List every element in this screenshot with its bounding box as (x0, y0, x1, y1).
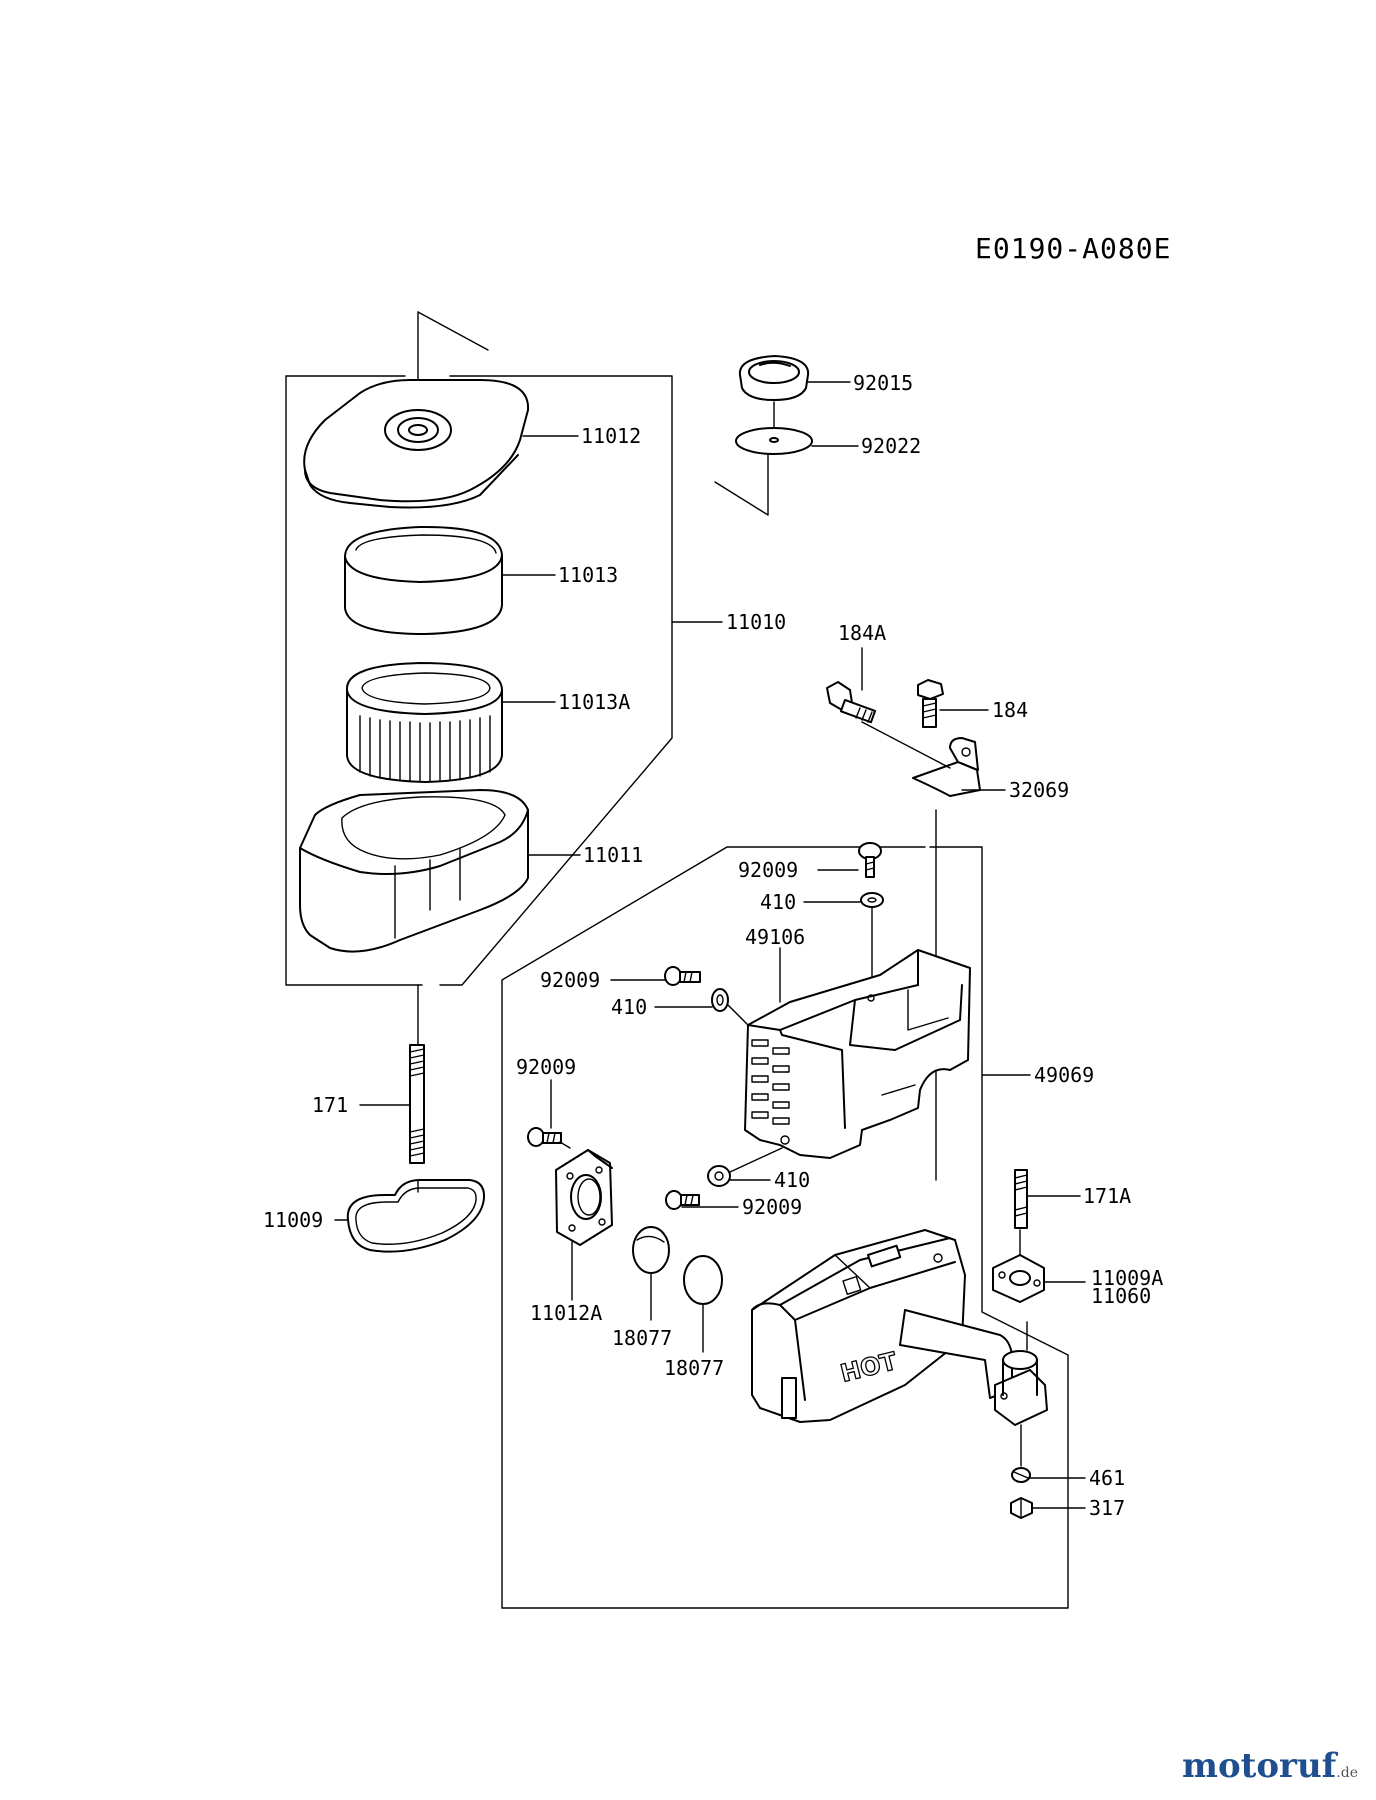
bolt-184A-path (861, 721, 951, 769)
muffler-body: HOT (751, 1229, 1013, 1423)
label-92009-lower: 92009 (742, 1195, 802, 1219)
pre-filter-11013 (344, 525, 503, 635)
label-11011: 11011 (583, 843, 643, 867)
screw-92009-mid (664, 966, 701, 986)
watermark-brand: motoruf (1182, 1746, 1337, 1786)
gasket-11009 (346, 1179, 486, 1253)
label-184: 184 (992, 698, 1028, 722)
label-410-mid: 410 (611, 995, 647, 1019)
axis-flange (559, 1141, 571, 1149)
stud-171 (409, 1044, 425, 1164)
fuel-cap-group (714, 355, 859, 516)
label-11012A: 11012A (530, 1301, 602, 1325)
label-11013: 11013 (558, 563, 618, 587)
plug-18077-b (683, 1255, 723, 1305)
plug-18077-a (632, 1226, 670, 1274)
label-171A: 171A (1083, 1184, 1131, 1208)
axis-washer-mid (727, 1004, 749, 1026)
diagram-code: E0190-A080E (975, 232, 1171, 265)
washer-410-mid (711, 988, 729, 1012)
air-cleaner-group (285, 311, 723, 1253)
group-bracket-11010-lower (439, 619, 673, 986)
label-92009-left: 92009 (516, 1055, 576, 1079)
label-32069: 32069 (1009, 778, 1069, 802)
heat-shield-49106 (744, 949, 971, 1159)
lock-washer-461 (1011, 1467, 1031, 1483)
label-410-top: 410 (760, 890, 796, 914)
label-317: 317 (1089, 1496, 1125, 1520)
label-11012: 11012 (581, 424, 641, 448)
bolt-184A (826, 681, 877, 724)
flange-gasket-11012A (555, 1149, 613, 1246)
group-bracket-11010 (285, 375, 423, 986)
label-11060: 11060 (1091, 1284, 1151, 1308)
label-92009-top: 92009 (738, 858, 798, 882)
exhaust-gasket-11009A (992, 1254, 1045, 1303)
bracket-32069 (912, 737, 981, 797)
fuel-cap-92015 (738, 355, 810, 401)
watermark-tld: .de (1336, 1765, 1358, 1781)
label-184A: 184A (838, 621, 886, 645)
label-11010: 11010 (726, 610, 786, 634)
label-11013A: 11013A (558, 690, 630, 714)
axis-arrow (417, 311, 489, 351)
bolt-184 (917, 679, 944, 728)
group-bracket-49069 (501, 846, 1069, 1609)
watermark-logo: motoruf.de (1182, 1746, 1358, 1786)
air-cleaner-base-11011 (299, 789, 529, 953)
label-49069: 49069 (1034, 1063, 1094, 1087)
screw-92009-left (527, 1127, 562, 1147)
label-92022: 92022 (861, 434, 921, 458)
label-49106: 49106 (745, 925, 805, 949)
part-labels: 92015 92022 11012 11013 11010 11013A 110… (263, 371, 1163, 1520)
filter-element-11013A (345, 662, 503, 783)
label-410-lower: 410 (774, 1168, 810, 1192)
muffler-group: HOT (501, 647, 1086, 1609)
nut-317 (1010, 1497, 1033, 1519)
screw-92009-lower (665, 1190, 700, 1210)
washer-410-lower (707, 1165, 731, 1187)
label-18077-b: 18077 (664, 1356, 724, 1380)
washer-410-top (860, 892, 884, 908)
fuel-cap-gasket-92022 (735, 427, 813, 455)
label-92015: 92015 (853, 371, 913, 395)
screw-92009-top (858, 842, 882, 878)
air-cleaner-cover-11012 (303, 379, 530, 509)
label-171: 171 (312, 1093, 348, 1117)
label-11009A: 11009A (1091, 1266, 1163, 1290)
exhaust-outlet (994, 1350, 1048, 1426)
axis-washer-lower (729, 1147, 783, 1173)
label-92009-mid: 92009 (540, 968, 600, 992)
group-bracket-49069-top (929, 846, 983, 1069)
stud-171A (1014, 1169, 1028, 1229)
label-461: 461 (1089, 1466, 1125, 1490)
label-11009: 11009 (263, 1208, 323, 1232)
group-bracket-11010-right (449, 375, 673, 621)
axis-cap-2 (714, 453, 769, 516)
label-18077-a: 18077 (612, 1326, 672, 1350)
